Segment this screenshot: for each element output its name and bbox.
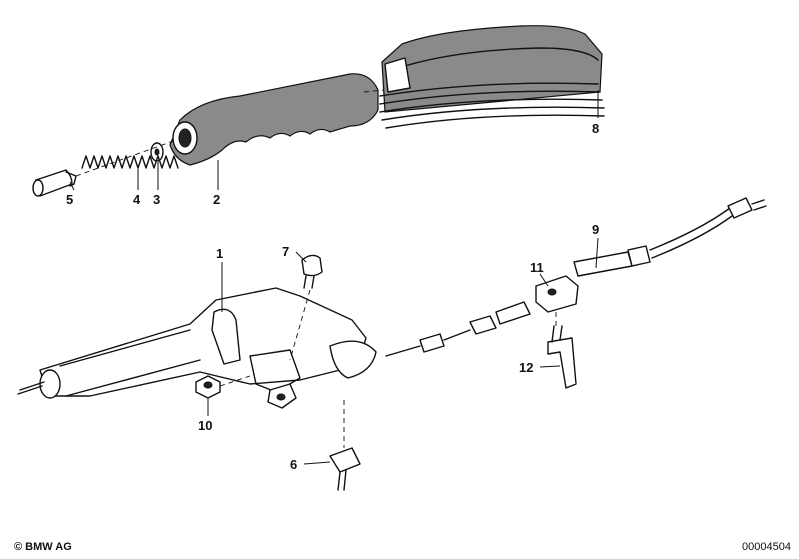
cable-clamp-block [535,275,579,313]
part-label-8: 8 [592,121,599,136]
bolt [301,254,323,289]
part-label-6: 6 [290,457,297,472]
spring [81,155,179,169]
diagram-number: 00004504 [742,541,791,553]
leader-11 [539,273,549,287]
boot-cover [379,25,605,129]
part-label-9: 9 [592,222,599,237]
copyright-notice: © BMW AG [14,541,72,553]
part-label-11: 11 [530,260,544,275]
mounting-bracket [547,325,577,389]
leader-12 [539,365,561,368]
leader-5 [69,181,75,191]
fastener [329,447,361,491]
leader-9 [595,237,599,269]
nut [195,375,221,399]
release-button [32,169,77,197]
assembly-line-boot [363,89,385,93]
handle-grip [169,73,379,166]
brake-cable [385,197,767,357]
leader-6 [303,461,331,465]
leader-7 [295,251,307,263]
part-label-7: 7 [282,244,289,259]
part-label-10: 10 [198,418,212,433]
part-label-5: 5 [66,192,73,207]
part-label-12: 12 [519,360,533,375]
part-label-1: 1 [216,246,223,261]
part-label-4: 4 [133,192,141,207]
assembly-line-bolt [289,289,311,361]
part-label-3: 3 [153,192,160,207]
handbrake-lever [17,287,377,409]
part-label-2: 2 [213,192,220,207]
